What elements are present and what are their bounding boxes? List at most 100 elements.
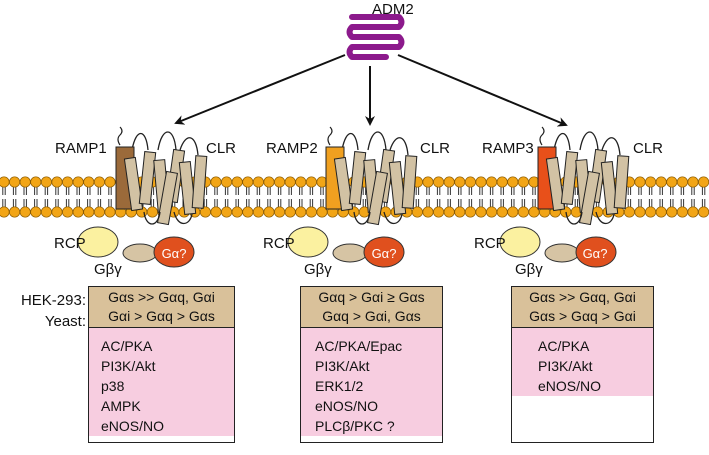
extracellular-loop xyxy=(179,137,199,156)
lipid-head xyxy=(104,206,116,218)
pathway-item: AMPK xyxy=(101,398,141,414)
extracellular-loop xyxy=(367,131,387,151)
yeast-coupling-ramp3: Gαs > Gαq > Gαi xyxy=(529,308,636,324)
lipid-head xyxy=(517,206,529,218)
lipid-head xyxy=(0,176,10,188)
clr-helix xyxy=(366,170,389,226)
gbg2-label: Gβγ xyxy=(304,261,332,278)
receptor-complex-2 xyxy=(287,126,418,268)
pathway-item: p38 xyxy=(101,378,125,394)
lipid-head xyxy=(263,176,275,188)
lipid-head xyxy=(146,206,158,218)
intracellular-loop xyxy=(173,211,193,225)
lipid-head xyxy=(221,176,233,188)
receptor-complex-3 xyxy=(499,126,630,268)
extracellular-loop xyxy=(553,132,571,151)
lipid-head xyxy=(475,176,487,188)
lipid-head xyxy=(72,206,84,218)
clr-helix xyxy=(333,156,354,212)
lipid-head xyxy=(687,176,699,188)
lipid-head xyxy=(454,206,466,218)
lipid-head xyxy=(666,176,678,188)
rcp-shape xyxy=(287,226,329,258)
clr3-label: CLR xyxy=(633,140,664,157)
galpha-shape xyxy=(575,236,617,268)
pathway-item: eNOS/NO xyxy=(101,418,165,434)
galpha2-label: Gα? xyxy=(371,246,397,261)
lipid-head xyxy=(51,206,63,218)
lipid-head xyxy=(464,176,476,188)
ramp1-label: RAMP1 xyxy=(55,140,107,157)
pathway-item: eNOS/NO xyxy=(315,398,379,414)
lipid-head xyxy=(486,206,498,218)
ramp-tail xyxy=(327,126,333,146)
lipid-head xyxy=(687,206,699,218)
gbg3-label: Gβγ xyxy=(515,261,543,278)
lipid-head xyxy=(475,206,487,218)
clr-helix xyxy=(191,155,208,209)
lipid-head xyxy=(676,176,688,188)
lipid-head xyxy=(40,176,52,188)
lipid-head xyxy=(30,206,42,218)
row-label-yeast: Yeast: xyxy=(44,313,86,330)
pathway-item: PI3K/Akt xyxy=(538,358,593,374)
hek-coupling-ramp2: Gαq > Gαi ≥ Gαs xyxy=(318,289,425,305)
lipid-head xyxy=(305,176,317,188)
rcp2-label: RCP xyxy=(263,235,295,252)
lipid-head xyxy=(496,176,508,188)
lipid-head xyxy=(655,176,667,188)
lipid-head xyxy=(623,206,635,218)
lipid-head xyxy=(295,206,307,218)
pathway-item: PI3K/Akt xyxy=(315,358,370,374)
lipid-head xyxy=(433,176,445,188)
ramp2-label: RAMP2 xyxy=(266,140,318,157)
lipid-head xyxy=(62,206,74,218)
pathway-item: AC/PKA xyxy=(101,338,153,354)
clr-helix xyxy=(545,156,566,212)
signaling-box-ramp2: Gαq > Gαi ≥ Gαs Gαq > Gαi, Gαs AC/PKA/Ep… xyxy=(300,286,443,443)
lipid-head xyxy=(454,176,466,188)
lipid-head xyxy=(634,176,646,188)
ramp-tail xyxy=(117,126,123,146)
clr2-label: CLR xyxy=(420,140,451,157)
row-label-hek: HEK-293: xyxy=(20,292,86,309)
lipid-head xyxy=(496,206,508,218)
ramp-tail xyxy=(539,126,545,146)
lipid-head xyxy=(9,206,21,218)
lipid-head xyxy=(645,206,657,218)
lipid-head xyxy=(274,176,286,188)
intracellular-loop xyxy=(383,211,403,225)
pathway-list-ramp3: AC/PKA PI3K/Akt eNOS/NO xyxy=(512,328,653,396)
lipid-head xyxy=(507,176,519,188)
rcp-shape xyxy=(499,226,541,258)
lipid-head xyxy=(19,206,31,218)
g-protein-coupling-ramp2: Gαq > Gαi ≥ Gαs Gαq > Gαi, Gαs xyxy=(301,287,442,328)
clr-helix xyxy=(560,151,579,205)
clr-helix xyxy=(401,155,418,209)
galpha-shape xyxy=(363,236,405,268)
g-protein-coupling-ramp1: Gαs >> Gαq, Gαi Gαi > Gαq > Gαs xyxy=(89,287,234,328)
gbg-shape xyxy=(122,243,158,263)
yeast-coupling-ramp2: Gαq > Gαi, Gαs xyxy=(322,308,421,324)
lipid-head xyxy=(666,206,678,218)
lipid-head xyxy=(634,206,646,218)
lipid-head xyxy=(62,176,74,188)
intracellular-loop xyxy=(353,211,371,225)
intracellular-loop xyxy=(565,211,583,225)
clr-helix xyxy=(138,151,157,205)
lipid-head xyxy=(221,206,233,218)
extracellular-loop xyxy=(579,131,599,151)
clr-helix xyxy=(388,161,407,215)
galpha3-label: Gα? xyxy=(582,246,608,261)
lipid-head xyxy=(443,206,455,218)
lipid-head xyxy=(0,206,10,218)
extracellular-loop xyxy=(389,137,409,156)
signaling-box-ramp1: Gαs >> Gαq, Gαi Gαi > Gαq > Gαs AC/PKA P… xyxy=(88,286,235,443)
lipid-head xyxy=(698,176,709,188)
lipid-head xyxy=(242,206,254,218)
pathway-item: PI3K/Akt xyxy=(101,358,156,374)
lipid-head xyxy=(433,206,445,218)
lipid-head xyxy=(83,176,95,188)
